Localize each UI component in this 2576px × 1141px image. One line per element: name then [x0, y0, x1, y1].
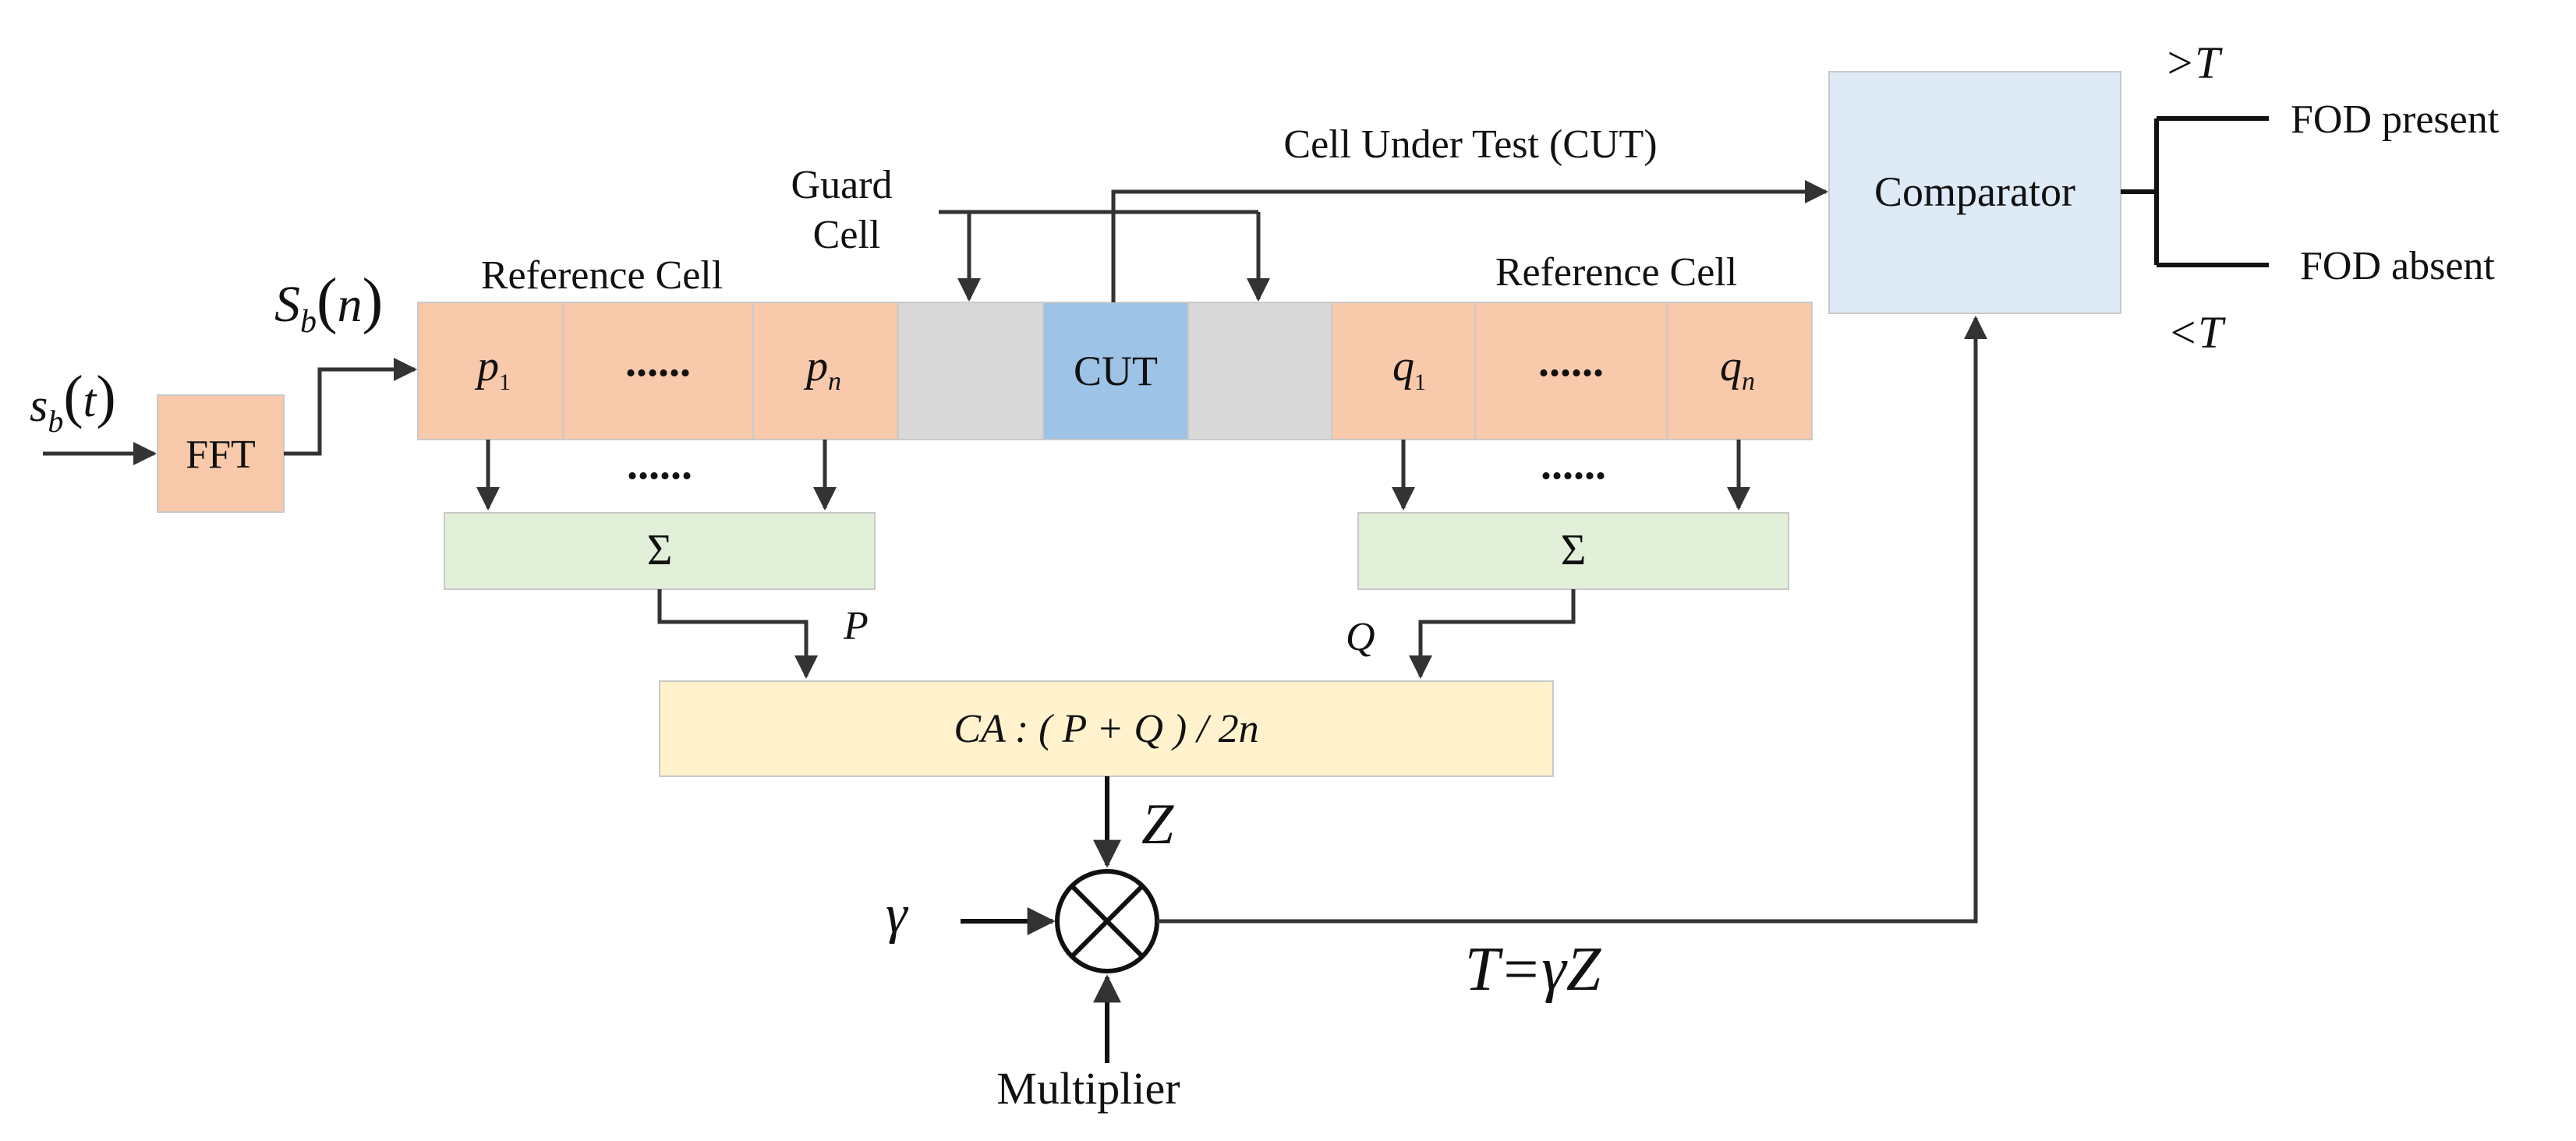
upper-condition-label: >T	[2164, 37, 2223, 88]
input-signal-label: sb(t)	[30, 364, 116, 439]
cell-q-dots	[1474, 302, 1668, 440]
multiplier-icon	[1055, 869, 1159, 973]
ca-block	[659, 680, 1554, 777]
cut-to-comparator-arrow	[1111, 180, 1828, 302]
threshold-arrow	[1157, 316, 1987, 924]
cell-p-dots-label: ......	[625, 337, 691, 386]
cell-qn-label: qn	[1720, 342, 1755, 396]
q-label: Q	[1346, 615, 1375, 659]
ca-label: CA : ( P + Q ) / 2n	[954, 707, 1258, 751]
cell-q1-label: q1	[1392, 342, 1426, 395]
comparator-block	[1828, 71, 2121, 314]
z-label: Z	[1141, 793, 1174, 857]
q-to-ca-arrow	[1409, 589, 1576, 679]
cell-q-dots-label: ......	[1538, 337, 1604, 386]
fft-output-arrow	[284, 358, 417, 456]
comparator-label: Comparator	[1874, 168, 2075, 215]
fft-label: FFT	[186, 433, 256, 477]
fod-absent-label: FOD absent	[2300, 244, 2495, 288]
cell-p1	[417, 302, 564, 440]
p-to-ca-arrow	[657, 589, 818, 679]
reference-cell-left-title: Reference Cell	[481, 253, 723, 298]
cell-q1	[1331, 302, 1476, 440]
right-summer	[1357, 512, 1789, 590]
gamma-label: γ	[886, 885, 909, 945]
lower-condition-label: <T	[2167, 307, 2226, 358]
cell-p1-label: p1	[474, 342, 511, 395]
guard-cell-left	[897, 302, 1044, 440]
threshold-label: T=γZ	[1465, 935, 1602, 1004]
guard-cell-right	[1187, 302, 1332, 440]
cut-path-label: Cell Under Test (CUT)	[1283, 122, 1657, 167]
fod-present-label: FOD present	[2291, 97, 2500, 142]
p-label: P	[843, 604, 869, 648]
cut-cell	[1042, 302, 1189, 440]
cell-qn	[1666, 302, 1813, 440]
cell-pn-label: pn	[803, 342, 841, 396]
left-summer	[444, 512, 876, 590]
fft-block	[157, 394, 285, 513]
cell-p-dots	[562, 302, 754, 440]
cut-label: CUT	[1074, 348, 1158, 394]
right-sum-dots: ......	[1541, 440, 1606, 489]
spectrum-label: Sb(n)	[274, 267, 383, 340]
right-summer-label: Σ	[1561, 526, 1587, 574]
left-sum-dots: ......	[627, 440, 692, 489]
reference-cell-right-title: Reference Cell	[1495, 250, 1737, 295]
left-summer-label: Σ	[647, 526, 673, 574]
multiplier-label: Multiplier	[996, 1063, 1180, 1114]
guard-cell-label: Guard Cell	[791, 163, 903, 257]
cell-row	[417, 302, 1813, 440]
